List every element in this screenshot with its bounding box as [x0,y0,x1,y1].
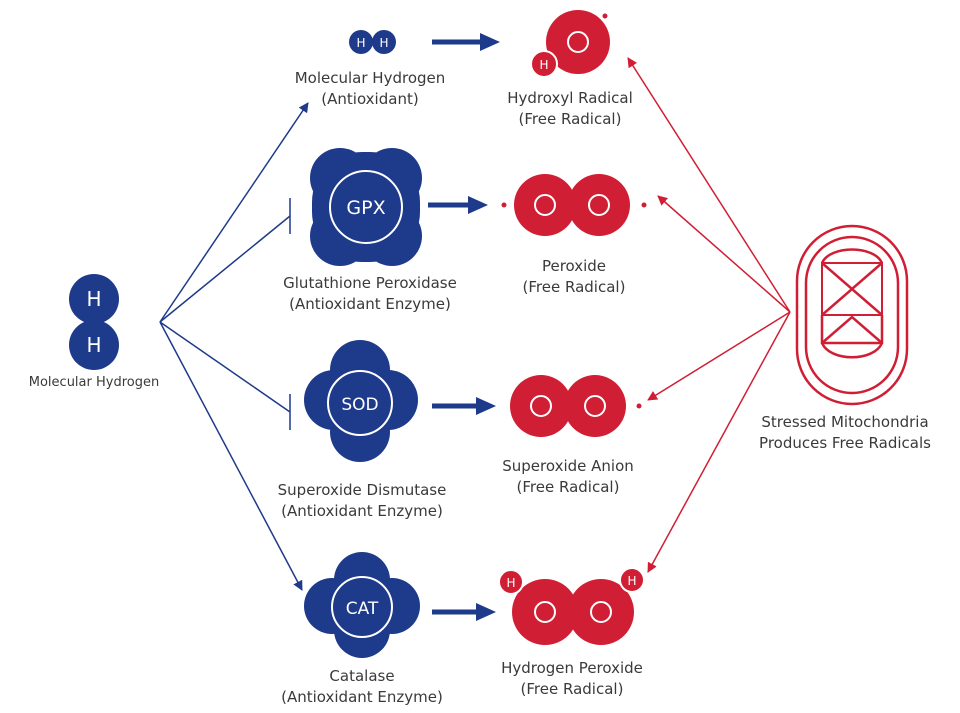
hydroxyl-label: Hydroxyl Radical (Free Radical) [470,88,670,130]
sod-label-line2: (Antioxidant Enzyme) [281,502,443,520]
h2o2-label-line1: Hydrogen Peroxide [501,659,643,677]
h2o2-label-line2: (Free Radical) [520,680,624,698]
peroxide-label-line1: Peroxide [541,257,607,275]
radical-dot [602,13,608,19]
mitochondria-label-line1: Stressed Mitochondria [761,413,929,431]
sod-label: Superoxide Dismutase (Antioxidant Enzyme… [232,480,492,522]
cat-enzyme: CAT [304,552,420,658]
h2-antioxidant-label: Molecular Hydrogen (Antioxidant) [260,68,480,110]
h2-label-line1: Molecular Hydrogen [294,69,446,87]
mitochondria-arrows [627,57,791,573]
hydroxyl-label-line2: (Free Radical) [518,110,622,128]
h2-atom-label-2: H [379,36,388,50]
branch-to-sod [159,321,291,413]
source-atom-label-1: H [86,287,101,311]
hydroxyl-label-line1: Hydroxyl Radical [507,89,633,107]
superoxide-label-line2: (Free Radical) [516,478,620,496]
mitochondria-icon [795,224,909,406]
radical-dot [501,202,507,208]
mito-to-peroxide [657,195,791,313]
mitochondria-label: Stressed Mitochondria Produces Free Radi… [730,412,960,454]
source-label-text: Molecular Hydrogen [28,375,160,390]
gpx-label-line2: (Antioxidant Enzyme) [289,295,451,313]
cat-symbol: CAT [346,599,379,619]
radical-dot [636,403,642,409]
branch-to-gpx [159,215,291,323]
gpx-label-line1: Glutathione Peroxidase [283,274,457,292]
cat-label: Catalase (Antioxidant Enzyme) [232,666,492,708]
gpx-label: Glutathione Peroxidase (Antioxidant Enzy… [240,273,500,315]
hydrogen-atom-bottom [69,320,119,370]
peroxide-molecule [501,174,647,236]
sod-enzyme: SOD [304,340,418,462]
superoxide-label: Superoxide Anion (Free Radical) [468,456,668,498]
radical-dot [641,202,647,208]
peroxide-label: Peroxide (Free Radical) [474,256,674,298]
cat-label-line2: (Antioxidant Enzyme) [281,688,443,706]
branch-to-cat [159,321,303,591]
gpx-enzyme: GPX [310,148,422,266]
h2o2-h-label-left: H [506,576,515,590]
superoxide-molecule [510,375,642,437]
mito-to-h2o2 [647,311,791,573]
sod-symbol: SOD [341,395,378,415]
source-label: Molecular Hydrogen [6,372,182,393]
h2o2-h-label-right: H [627,574,636,588]
mito-to-hydroxyl [627,57,791,313]
hydroxyl-radical-molecule: H [530,10,610,78]
h2-atom-label-1: H [356,36,365,50]
h2o2-label: Hydrogen Peroxide (Free Radical) [472,658,672,700]
gpx-symbol: GPX [346,197,385,219]
hydrogen-atom-top [69,274,119,324]
h2-label-line2: (Antioxidant) [321,90,419,108]
reaction-arrows [428,33,500,621]
hydrogen-peroxide-molecule: H H [498,567,645,645]
cat-label-line1: Catalase [329,667,395,685]
mitochondria-label-line2: Produces Free Radicals [759,434,931,452]
antioxidant-h2-molecule: H H [349,30,396,54]
mito-to-superoxide [647,311,791,401]
branch-to-h2 [159,102,309,323]
hydrogen-branch-lines [159,102,309,591]
source-atom-label-2: H [86,333,101,357]
peroxide-label-line2: (Free Radical) [522,278,626,296]
hydroxyl-h-label: H [539,58,548,72]
sod-label-line1: Superoxide Dismutase [277,481,447,499]
source-h2-molecule: H H [69,274,119,370]
superoxide-label-line1: Superoxide Anion [502,457,634,475]
